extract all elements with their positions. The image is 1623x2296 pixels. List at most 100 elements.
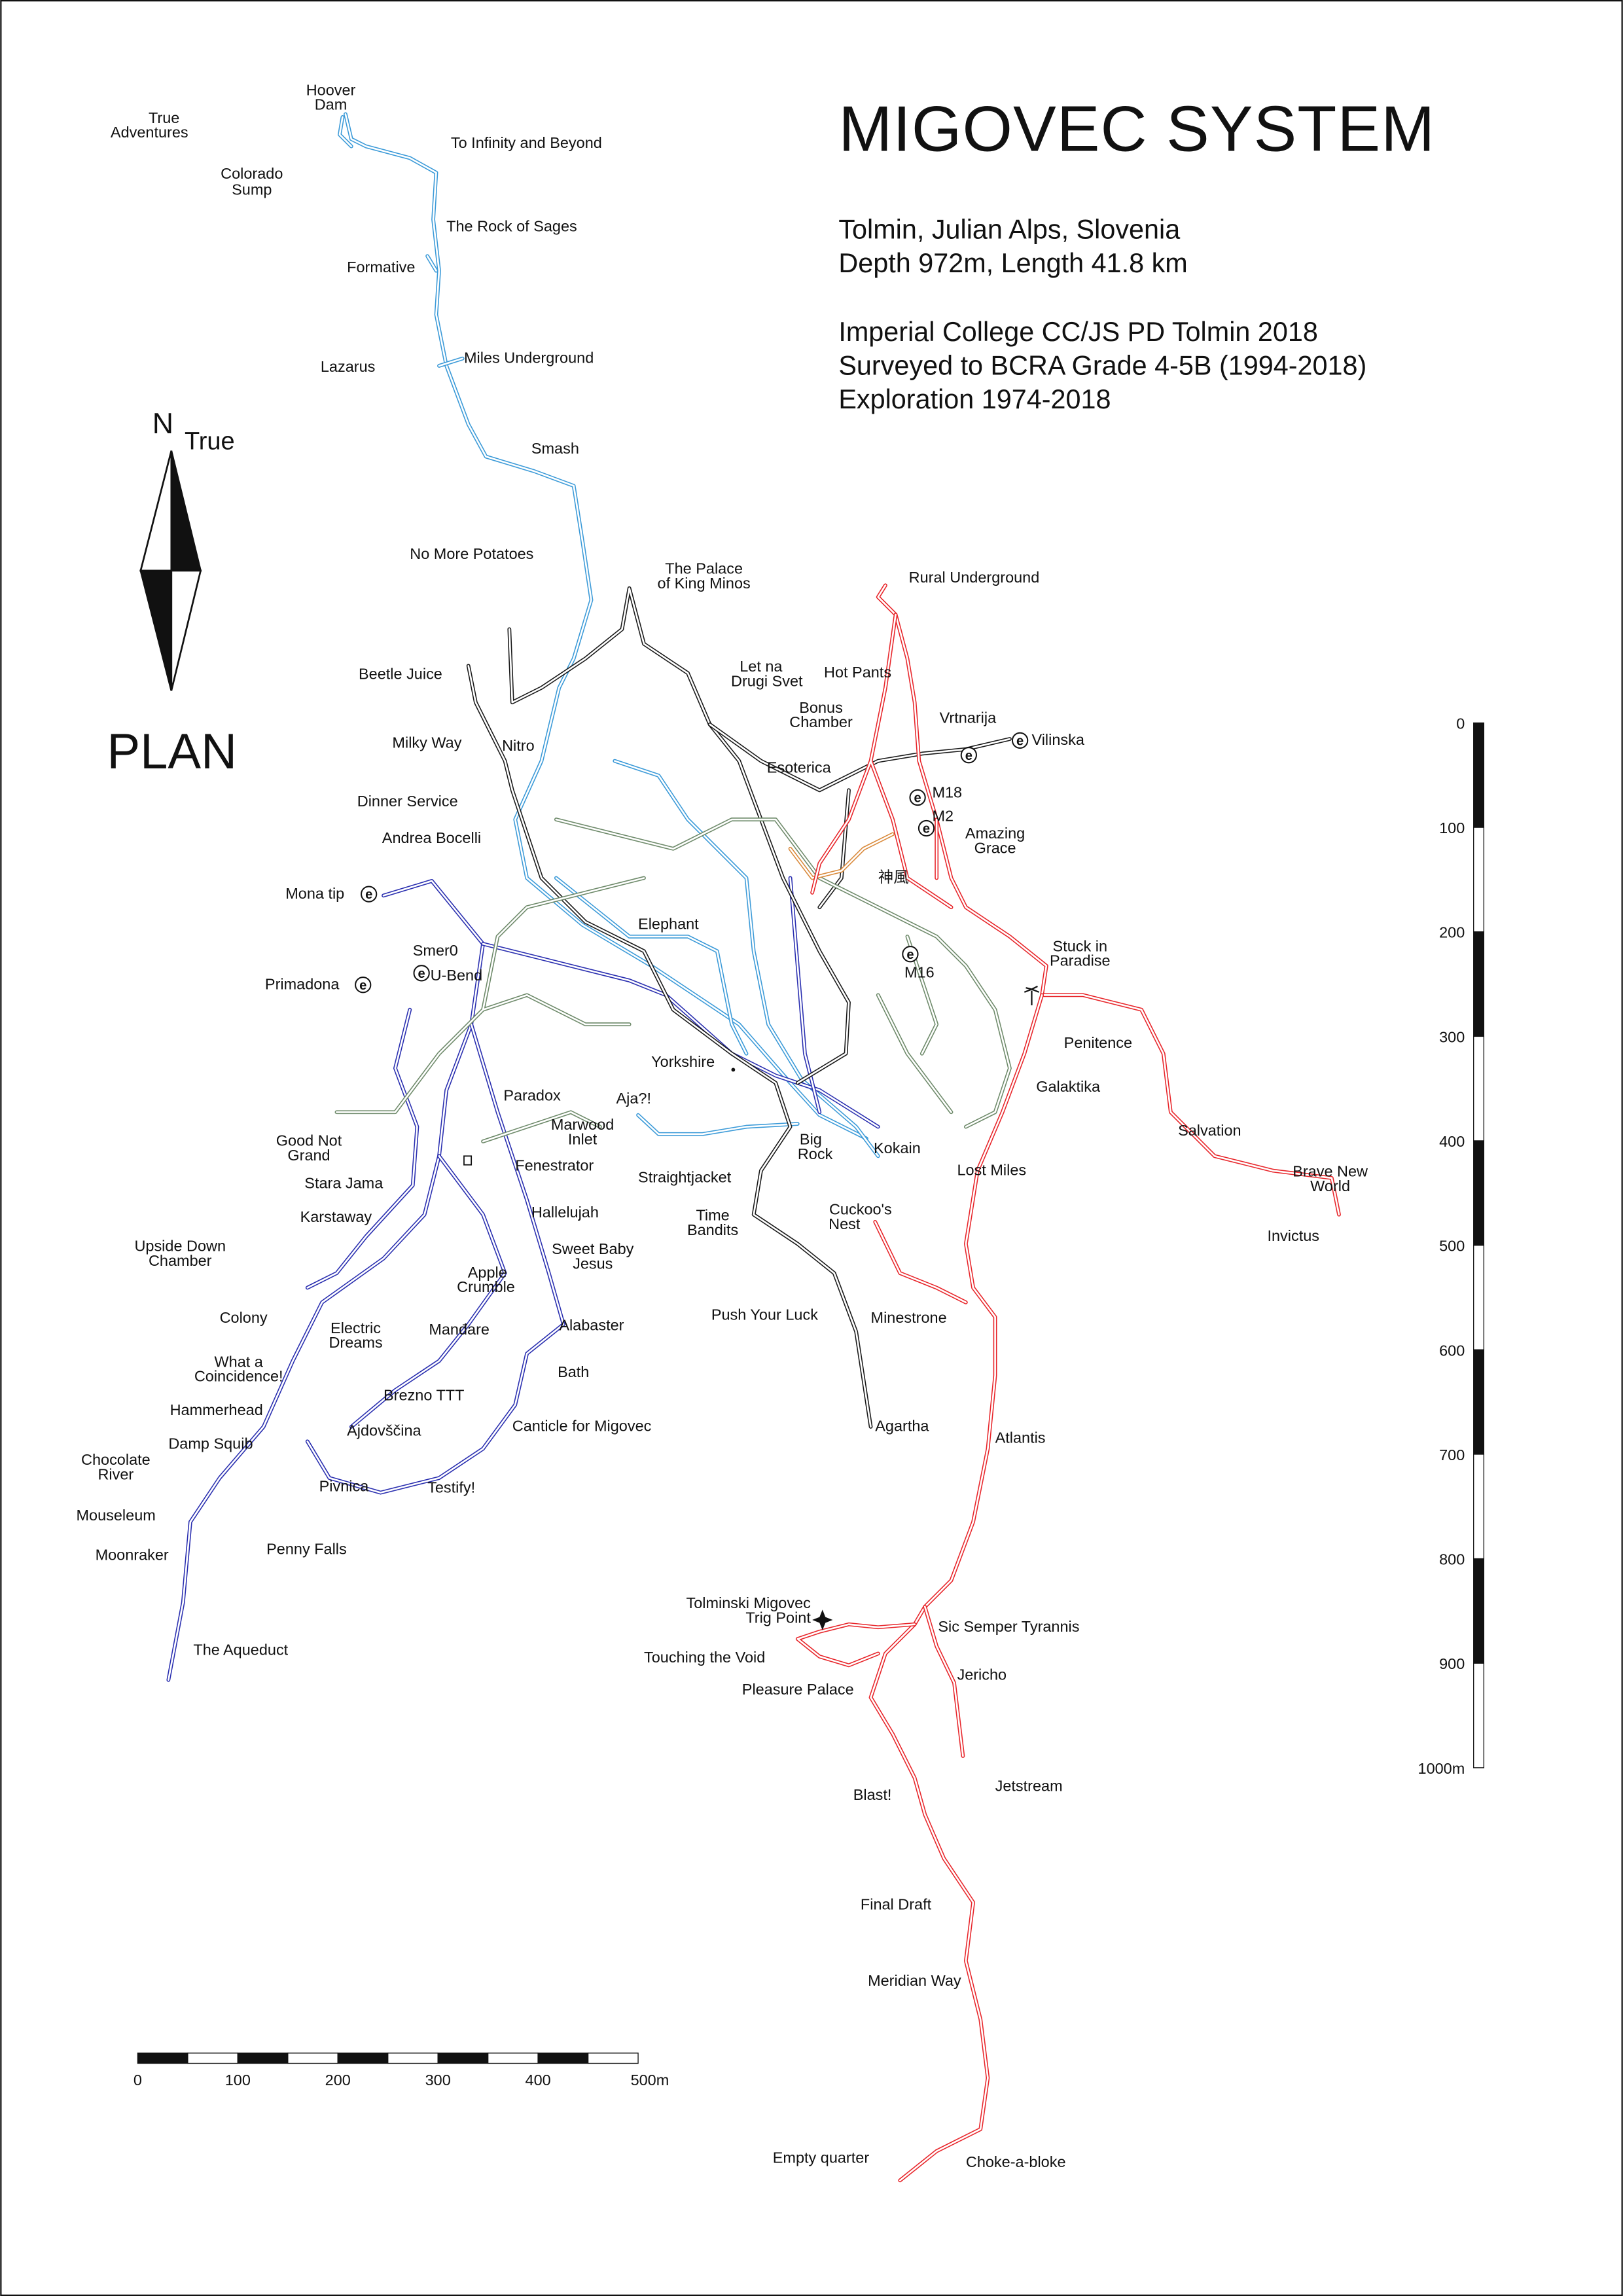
label-aqueduct: The Aqueduct — [193, 1641, 288, 1659]
label-let-na-drugi-svet: Let na — [740, 658, 783, 675]
exploration-text: Exploration 1974-2018 — [838, 384, 1111, 414]
label-electric-dreams: Dreams — [329, 1334, 382, 1351]
label-stuck-in-paradise: Stuck in — [1053, 937, 1107, 954]
mug-icon — [463, 1155, 473, 1166]
cave-passage-interior — [811, 613, 952, 908]
label-mona-tip: Mona tip — [285, 885, 344, 902]
label-penny-falls: Penny Falls — [266, 1540, 347, 1557]
label-alabaster: Alabaster — [559, 1316, 624, 1333]
cave-passage-interior — [789, 877, 821, 1113]
depth-scale-segment — [1473, 1454, 1485, 1560]
label-kokain: Kokain — [874, 1139, 921, 1157]
label-pivnica: Pivnica — [319, 1477, 370, 1494]
label-trig-point: Trig Point — [745, 1609, 811, 1626]
label-blast: Blast! — [853, 1786, 892, 1803]
label-let-na-drugi-svet: Drugi Svet — [731, 673, 803, 690]
label-upside-down-chamber: Upside Down — [134, 1238, 226, 1255]
label-trig-point: Tolminski Migovec — [686, 1594, 811, 1611]
horizontal-scale-segment — [587, 2053, 639, 2064]
depth-scale-segment — [1473, 931, 1485, 1037]
cave-passage-interior — [789, 833, 894, 879]
cave-passage-interior — [344, 113, 868, 1139]
label-fenestrator: Fenestrator — [515, 1157, 594, 1174]
label-sweet-baby-jesus: Jesus — [573, 1255, 613, 1272]
label-marwood-inlet: Marwood — [551, 1116, 615, 1133]
label-amazing-grace: Amazing — [965, 825, 1025, 842]
label-beetle-juice: Beetle Juice — [359, 665, 442, 682]
label-damp-squib: Damp Squib — [168, 1435, 253, 1452]
cave-passage-interior — [613, 760, 880, 1157]
map-title: MIGOVEC SYSTEM — [838, 92, 1435, 164]
north-n-label: N — [152, 408, 173, 440]
label-nitro: Nitro — [502, 737, 535, 754]
entrance-symbol: e — [418, 967, 425, 981]
label-karstaway: Karstaway — [300, 1208, 372, 1225]
location-text: Tolmin, Julian Alps, Slovenia — [838, 214, 1180, 244]
entrance-icon: e — [902, 946, 919, 963]
label-apple-crumble: Apple — [468, 1264, 507, 1281]
cave-passage-interior — [555, 818, 1011, 1128]
horizontal-scale-segment — [387, 2053, 438, 2064]
label-amazing-grace: Grace — [974, 839, 1016, 856]
label-rock-of-sages: The Rock of Sages — [446, 217, 577, 234]
entrance-icon: e — [1011, 732, 1029, 749]
entrance-symbol: e — [1016, 734, 1024, 748]
depth-scale-label: 800 — [1439, 1551, 1465, 1568]
cave-passage-interior — [555, 877, 747, 1055]
depth-scale-label: 0 — [1456, 715, 1465, 732]
label-colorado-sump: Colorado — [221, 165, 283, 182]
entrance-icon: e — [918, 819, 935, 837]
label-stuck-in-paradise: Paradise — [1050, 952, 1111, 969]
label-dinner-service: Dinner Service — [357, 793, 458, 810]
cave-passage-interior — [168, 880, 484, 1681]
label-time-bandits: Bandits — [687, 1221, 738, 1238]
label-u-bend: U-Bend — [431, 967, 483, 984]
label-invictus: Invictus — [1267, 1227, 1319, 1244]
cave-passages — [166, 112, 1341, 2183]
horizontal-scale-segment — [337, 2053, 389, 2064]
cave-passage-interior — [467, 664, 872, 1428]
label-testify: Testify! — [427, 1479, 475, 1496]
label-marwood-inlet: Inlet — [568, 1130, 597, 1147]
label-agartha: Agartha — [875, 1418, 929, 1435]
entrance-icon: e — [413, 965, 430, 982]
label-empty-quarter: Empty quarter — [773, 2149, 870, 2166]
label-straightjacket: Straightjacket — [638, 1169, 732, 1186]
label-cuckoos-nest: Cuckoo's — [829, 1201, 892, 1218]
entrance-icon: e — [355, 977, 372, 994]
label-mouseleum: Mouseleum — [77, 1507, 156, 1524]
label-chocolate-river: Chocolate — [81, 1451, 151, 1468]
entrance-symbol: e — [906, 948, 914, 962]
label-salvation: Salvation — [1178, 1122, 1241, 1139]
label-choke-a-bloke: Choke-a-bloke — [966, 2153, 1066, 2170]
horizontal-scale-segment — [137, 2053, 188, 2064]
plan-label: PLAN — [107, 724, 237, 780]
label-smer0: Smer0 — [413, 942, 458, 959]
depth-scale-segment — [1473, 827, 1485, 933]
label-kamikaze: 神風 — [878, 869, 909, 886]
depth-scale-label: 100 — [1439, 819, 1465, 836]
label-atlantis: Atlantis — [995, 1429, 1046, 1446]
entrance-symbol: e — [365, 888, 372, 902]
horizontal-scale-label: 0 — [134, 2072, 142, 2089]
label-time-bandits: Time — [696, 1207, 729, 1224]
label-cuckoos-nest: Nest — [829, 1215, 861, 1232]
label-apple-crumble: Crumble — [457, 1278, 515, 1295]
label-palace-king-minos: of King Minos — [658, 575, 751, 592]
label-hoover-dam: Dam — [315, 96, 348, 113]
horizontal-scale-label: 300 — [425, 2072, 451, 2089]
label-minestrone: Minestrone — [871, 1309, 947, 1326]
north-true-label: True — [185, 427, 235, 455]
depth-scale-segment — [1473, 1245, 1485, 1350]
label-esoterica: Esoterica — [767, 759, 832, 776]
label-colorado-sump: Sump — [232, 181, 272, 198]
cave-passage-interior — [306, 1009, 506, 1428]
cave-passage-interior — [336, 877, 645, 1113]
label-mandare: Manđare — [429, 1321, 490, 1338]
depth-length-text: Depth 972m, Length 41.8 km — [838, 248, 1187, 278]
cave-passage-interior — [306, 1023, 565, 1494]
label-lazarus: Lazarus — [321, 358, 376, 375]
